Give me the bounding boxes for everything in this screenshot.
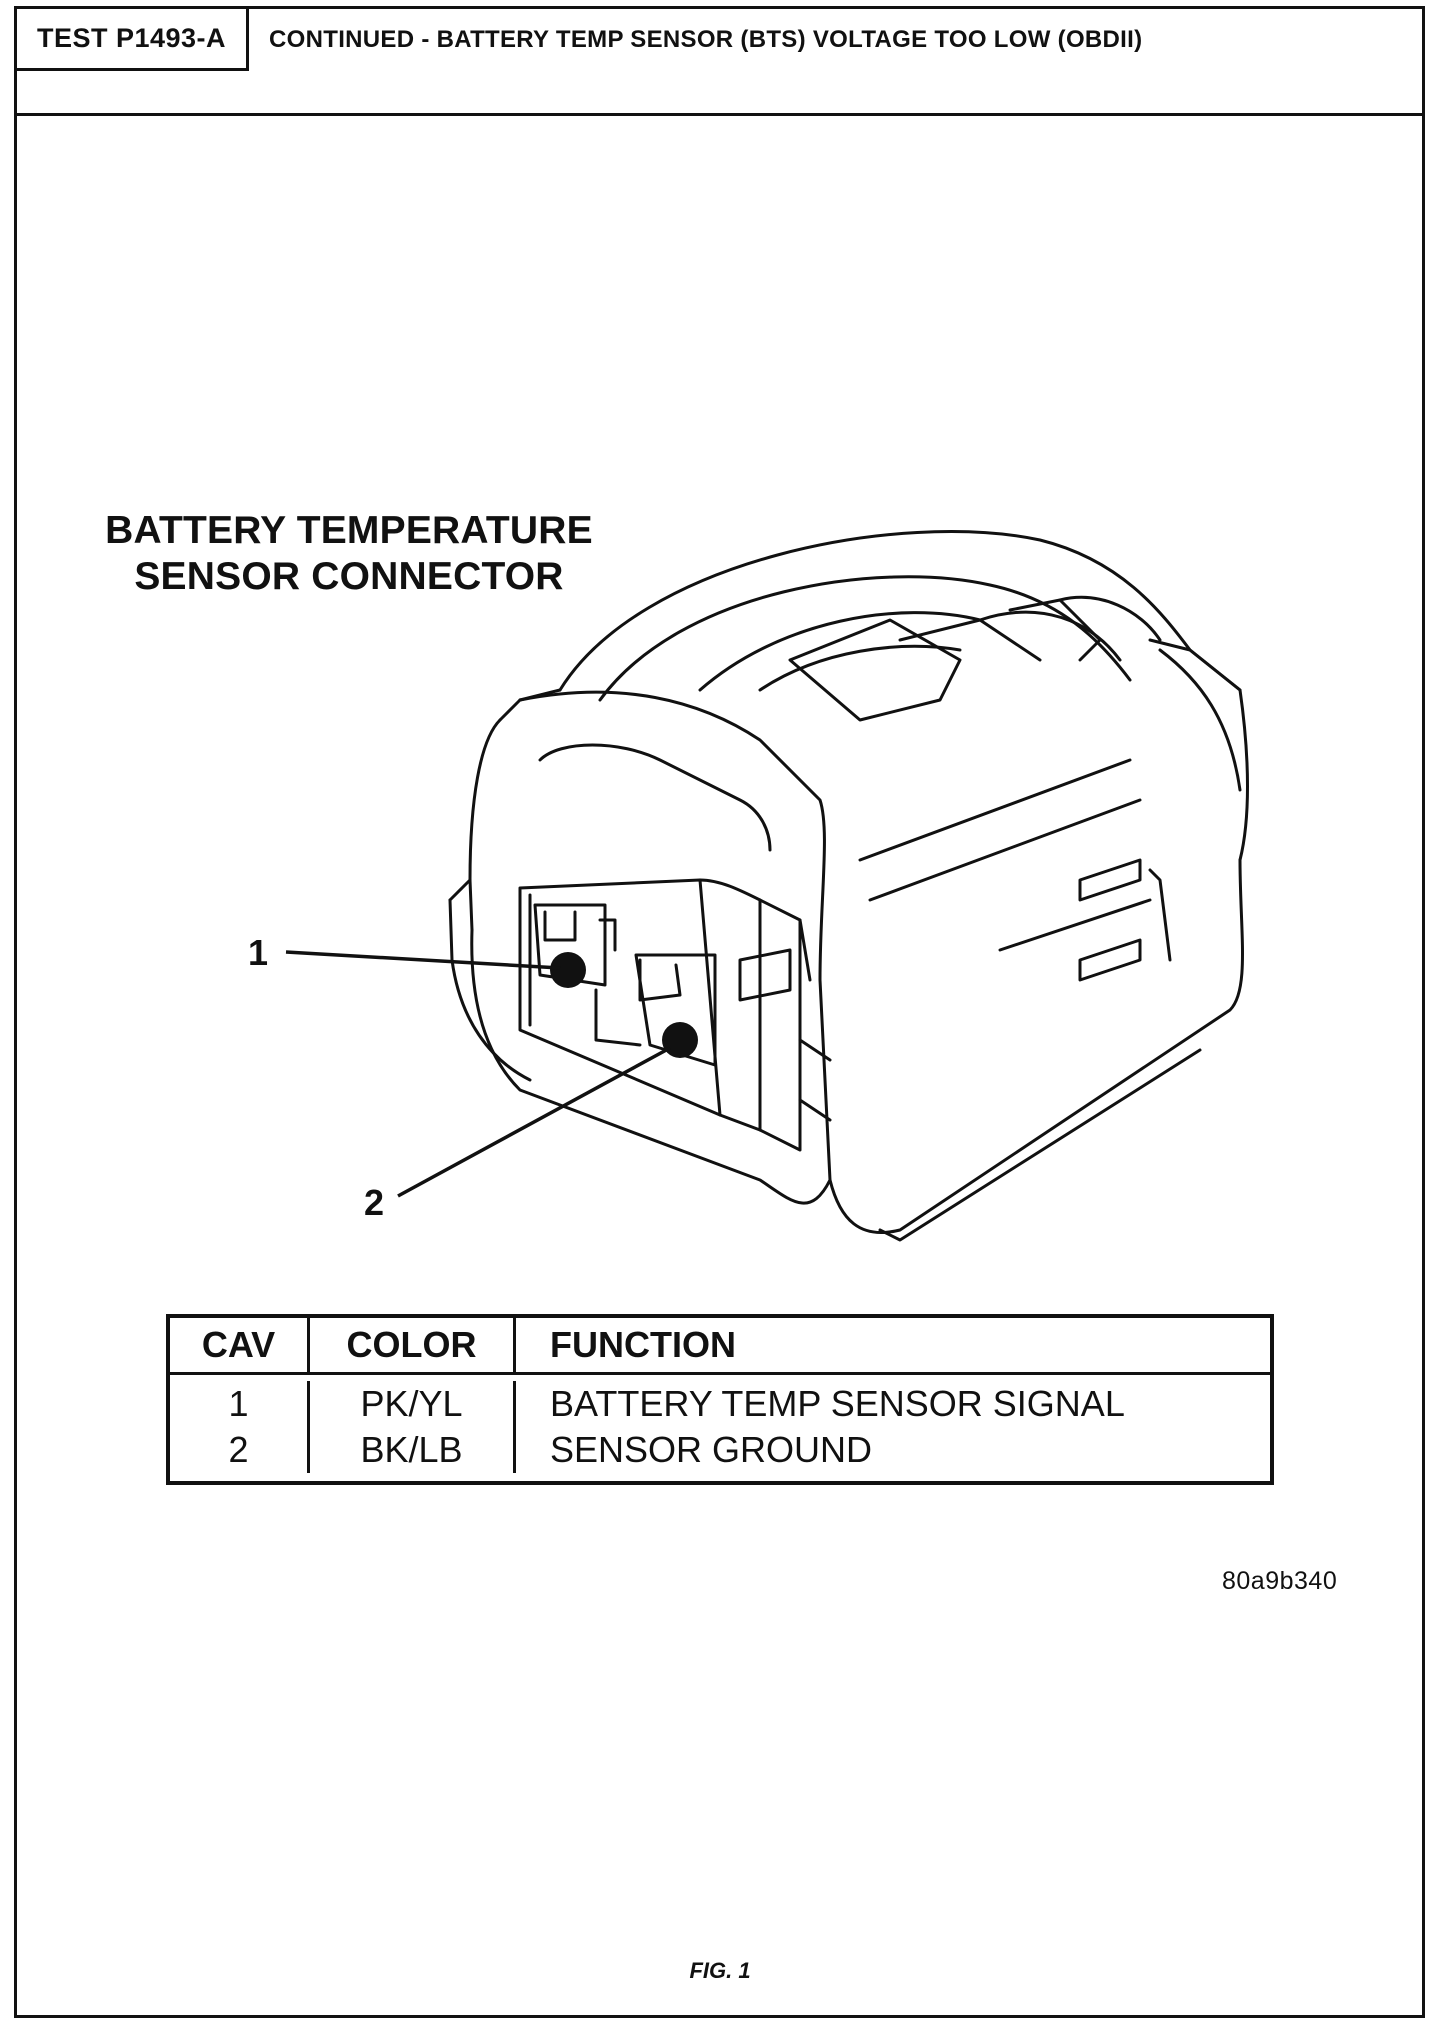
test-id-label: TEST P1493-A xyxy=(17,9,249,71)
callout-1-leader xyxy=(285,950,561,970)
table-row: 1 PK/YL BATTERY TEMP SENSOR SIGNAL xyxy=(170,1381,1270,1427)
color-cell: PK/YL xyxy=(310,1381,516,1427)
header-function: FUNCTION xyxy=(550,1324,736,1365)
figure-code: 80a9b340 xyxy=(1222,1567,1338,1595)
connector-body-outline xyxy=(518,690,1244,1235)
cavity-2-outline xyxy=(634,953,717,1067)
callout-1: 1 xyxy=(248,932,269,973)
connector-face-frame xyxy=(518,878,762,1132)
cav-cell: 1 xyxy=(170,1381,310,1427)
connector-latch-ribs xyxy=(788,618,962,722)
diagram-title-line-1: BATTERY TEMPERATURE xyxy=(105,509,593,552)
pin-table-header: CAV COLOR FUNCTION xyxy=(170,1318,1270,1375)
pin-table: CAV COLOR FUNCTION 1 PK/YL BATTERY TEMP … xyxy=(166,1314,1274,1485)
pin-1-terminal xyxy=(550,952,586,988)
header-color: COLOR xyxy=(310,1318,516,1372)
cavity-1-outline xyxy=(533,903,607,987)
connector-latch-top xyxy=(598,575,1132,702)
header-cav: CAV xyxy=(170,1318,310,1372)
pin-2-terminal xyxy=(662,1022,698,1058)
connector-rear-housing xyxy=(558,530,1249,862)
callout-2-leader xyxy=(397,1046,671,1198)
header: TEST P1493-A CONTINUED - BATTERY TEMP SE… xyxy=(17,9,1422,116)
color-cell: BK/LB xyxy=(310,1427,516,1473)
cav-cell: 2 xyxy=(170,1427,310,1473)
function-cell: BATTERY TEMP SENSOR SIGNAL xyxy=(550,1383,1125,1424)
header-title: CONTINUED - BATTERY TEMP SENSOR (BTS) VO… xyxy=(269,26,1143,53)
connector-front-shroud xyxy=(470,928,832,1205)
function-cell: SENSOR GROUND xyxy=(550,1429,873,1470)
table-row: 2 BK/LB SENSOR GROUND xyxy=(170,1427,1270,1473)
pin-table-body: 1 PK/YL BATTERY TEMP SENSOR SIGNAL 2 BK/… xyxy=(170,1375,1270,1481)
figure-caption: FIG. 1 xyxy=(689,1958,751,1983)
diagram-title: BATTERY TEMPERATURE SENSOR CONNECTOR xyxy=(84,508,614,600)
callout-2: 2 xyxy=(364,1182,385,1223)
page-frame: TEST P1493-A CONTINUED - BATTERY TEMP SE… xyxy=(14,6,1425,2018)
diagram-title-line-2: SENSOR CONNECTOR xyxy=(134,555,564,598)
